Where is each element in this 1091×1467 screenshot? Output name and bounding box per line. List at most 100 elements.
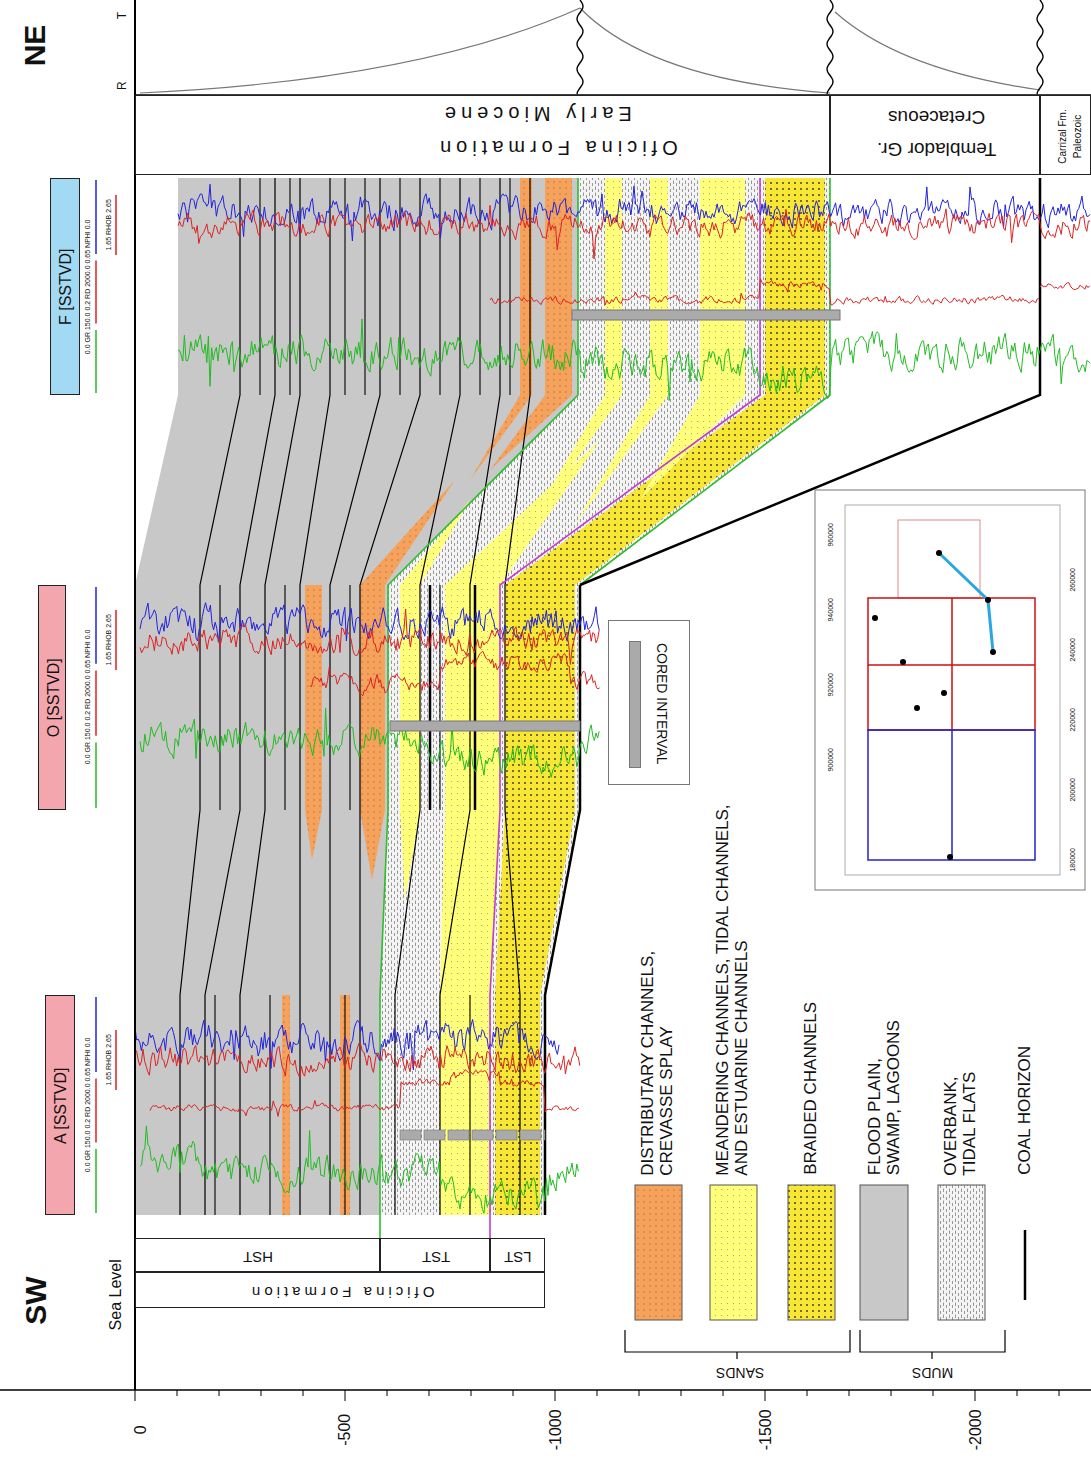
cored-interval-bar bbox=[496, 1130, 517, 1140]
frame-line bbox=[975, 1390, 976, 1401]
legend-label: FLOOD PLAIN, SWAMP, LAGOONS bbox=[865, 1000, 902, 1175]
well-header: O [SSTVD] bbox=[38, 585, 66, 810]
overbank-fill bbox=[380, 178, 830, 1215]
transgression-regression-curve bbox=[580, 8, 830, 93]
location-map bbox=[815, 490, 1085, 890]
map-tick: 260000 bbox=[1068, 568, 1076, 591]
frame-line bbox=[513, 1390, 514, 1396]
map-tick: 240000 bbox=[1068, 638, 1076, 661]
well-log-curve bbox=[178, 184, 1090, 241]
map-block bbox=[951, 730, 953, 860]
legend-group: MUDS bbox=[912, 1365, 953, 1380]
well-log-curve bbox=[140, 708, 599, 777]
frame bbox=[0, 0, 1091, 1401]
unconformity-symbol bbox=[1037, 0, 1043, 94]
node-text: Cretaceous bbox=[888, 106, 985, 127]
map-tick: 200000 bbox=[1068, 778, 1076, 801]
frame-line bbox=[639, 1390, 640, 1396]
map-frame bbox=[845, 505, 1060, 875]
coal-horizon bbox=[344, 178, 345, 395]
coal-horizon bbox=[344, 995, 345, 1215]
cored-interval-bar bbox=[544, 1130, 545, 1140]
formation-cell: Oficina Formation bbox=[135, 1272, 545, 1308]
depth-tick: -500 bbox=[336, 1414, 354, 1446]
legend-label: COAL HORIZON bbox=[1016, 1046, 1035, 1175]
node-text: O [SSTVD] bbox=[44, 658, 62, 737]
well-log-curve bbox=[140, 609, 599, 664]
frame-line bbox=[115, 610, 117, 670]
coal-horizon bbox=[505, 178, 530, 1215]
frame-line bbox=[807, 1390, 808, 1396]
systems-tract-cell: TST bbox=[380, 1238, 490, 1272]
formation-cell: Carrizal Fm.Paleozoic bbox=[1040, 95, 1091, 175]
cored-interval-bar bbox=[424, 1130, 445, 1140]
legend-swatch bbox=[788, 1185, 835, 1320]
coal-horizon bbox=[349, 585, 350, 810]
frame-line bbox=[0, 1389, 1091, 1391]
coal-horizon bbox=[395, 178, 460, 1215]
node-text: Oficina Formation bbox=[435, 137, 678, 159]
node-text: Carrizal Fm. bbox=[1057, 109, 1068, 163]
legend-swatch bbox=[1024, 1230, 1027, 1300]
cored-interval-key: CORED INTERVAL bbox=[608, 620, 690, 785]
well-log-curve bbox=[150, 1070, 579, 1117]
section bbox=[135, 178, 1090, 1272]
map-tick: 900000 bbox=[826, 748, 834, 771]
transgression-regression-curve bbox=[835, 12, 1040, 90]
legend-label: BRAIDED CHANNELS bbox=[802, 1002, 821, 1175]
frame-line bbox=[95, 1079, 97, 1143]
legend-swatch bbox=[710, 1185, 757, 1320]
depth-tick: -1500 bbox=[756, 1409, 774, 1450]
systems-tract-cell: LST bbox=[490, 1238, 545, 1272]
well-location bbox=[900, 659, 906, 665]
map-tick: 920000 bbox=[826, 673, 834, 696]
frame-line bbox=[303, 1390, 304, 1396]
map-frame bbox=[815, 490, 1085, 890]
braided-channel-fill bbox=[495, 178, 825, 1215]
node-text: CORED INTERVAL bbox=[653, 642, 668, 764]
cored-interval-bar bbox=[390, 721, 580, 731]
frame-line bbox=[555, 1390, 556, 1401]
frame-line bbox=[219, 1390, 220, 1396]
frame-line bbox=[1017, 1390, 1018, 1396]
depth-tick: -2000 bbox=[966, 1409, 984, 1450]
well-location bbox=[985, 597, 991, 603]
map-tick: 960000 bbox=[826, 523, 834, 546]
compass-label: SW bbox=[19, 1276, 52, 1324]
legend-bracket bbox=[860, 1330, 1005, 1359]
frame-line bbox=[891, 1390, 892, 1396]
frame-line bbox=[261, 1390, 262, 1396]
frame-line bbox=[723, 1390, 724, 1396]
node-text: Temblador Gr. bbox=[877, 138, 996, 159]
track-header: 0.0 GR 150.0 0.2 RD 2000.0 0.65 NPHI 0.0 bbox=[84, 1038, 92, 1173]
frame-line bbox=[95, 743, 97, 809]
frame-line bbox=[597, 1390, 598, 1396]
frame-line bbox=[849, 1390, 850, 1396]
formation-cell: Temblador Gr. Cretaceous bbox=[830, 95, 1040, 175]
well-log-curve bbox=[1040, 283, 1090, 290]
well-log-curve bbox=[135, 1043, 580, 1078]
map-tick: 180000 bbox=[1068, 848, 1076, 871]
curve-label: T bbox=[116, 11, 129, 18]
transgression-regression-curve bbox=[140, 8, 580, 93]
frame-line bbox=[95, 1149, 97, 1213]
datum-label: Sea Level bbox=[106, 1259, 124, 1330]
frame-line bbox=[95, 260, 97, 323]
well-location bbox=[936, 550, 942, 556]
cored-interval-bar bbox=[472, 1130, 493, 1140]
frame-line bbox=[95, 180, 97, 254]
node-text: LST bbox=[504, 1248, 532, 1265]
legend-label: OVERBANK, TIDAL FLATS bbox=[942, 1055, 979, 1175]
legend-bracket bbox=[625, 1330, 850, 1359]
cored-interval-bar bbox=[520, 1130, 541, 1140]
track-header: 1.65 RHOB 2.65 bbox=[104, 1034, 112, 1085]
formation-cell: Oficina FormationEarly Miocene bbox=[135, 95, 830, 175]
unconformity-symbol bbox=[827, 0, 833, 94]
track-header: 1.65 RHOB 2.65 bbox=[104, 199, 112, 250]
map-tick: 220000 bbox=[1068, 708, 1076, 731]
legend-label: DISTRIBUTARY CHANNELS, CREVASSE SPLAY bbox=[639, 925, 676, 1175]
frame-line bbox=[134, 0, 136, 1390]
frame-line bbox=[115, 1030, 117, 1090]
legend-swatch bbox=[938, 1185, 985, 1320]
